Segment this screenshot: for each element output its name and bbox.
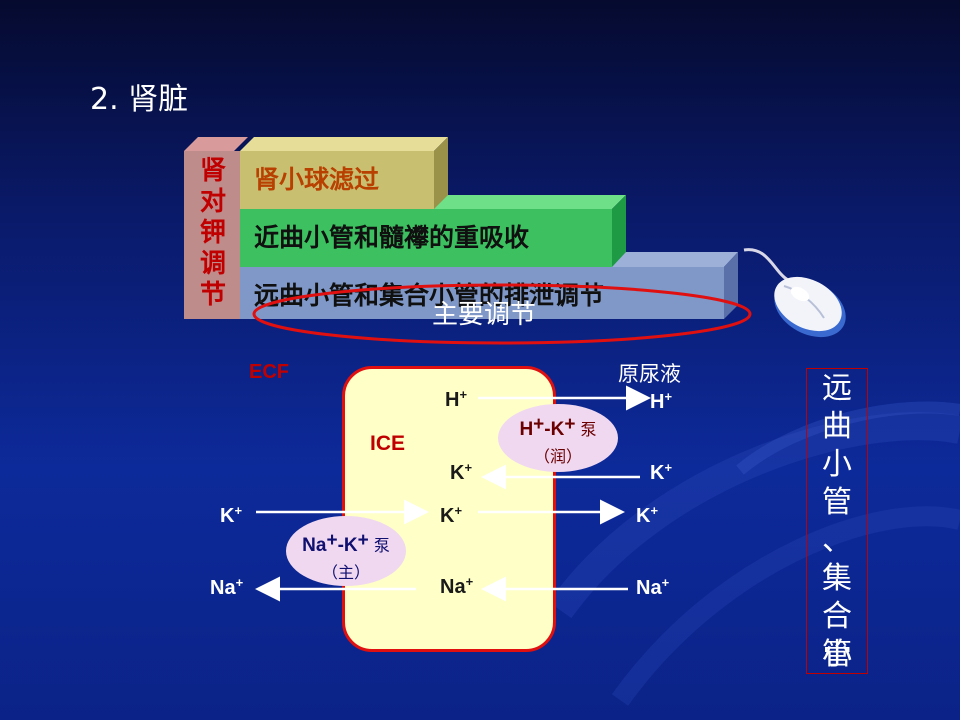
hk-pump-note: （润） xyxy=(533,447,582,466)
side-label-char: 肾 xyxy=(199,156,226,186)
step1-face xyxy=(240,151,434,209)
hk-pump-label: H+-K+ 泵 （润） xyxy=(498,414,618,467)
highlight-ellipse xyxy=(252,283,752,345)
ion-symbol: K xyxy=(650,462,665,484)
side-label-char: 钾 xyxy=(199,218,226,248)
step1-side xyxy=(434,137,448,209)
ion-symbol: Na xyxy=(210,577,236,599)
ion-symbol: H xyxy=(445,389,460,411)
step1-label: 肾小球滤过 xyxy=(254,165,380,194)
ice-label: ICE xyxy=(370,432,406,455)
ion-h-cell: H+ xyxy=(445,387,468,412)
step2-side xyxy=(612,195,626,267)
side-column xyxy=(184,151,242,319)
ion-symbol: Na xyxy=(440,576,466,598)
side-box-char: 小 xyxy=(822,447,852,482)
ion-charge: + xyxy=(235,575,244,590)
side-box-char: 远 xyxy=(822,371,852,406)
side-box-char: 集 xyxy=(822,561,852,596)
nak-pump-label: Na+-K+ 泵 （主） xyxy=(286,530,406,583)
highlight-main-regulation: 主要调节 xyxy=(432,300,537,330)
nak-pump-note: （主） xyxy=(321,563,370,582)
hk-pump-k-plus: + xyxy=(564,414,576,435)
hk-pump xyxy=(498,404,618,472)
step2-label: 近曲小管和髓襻的重吸收 xyxy=(254,223,530,252)
ion-symbol: Na xyxy=(636,577,662,599)
side-label-char: 调 xyxy=(199,249,226,279)
nak-pump-ion: Na xyxy=(302,535,327,556)
nak-pump-word: 泵 xyxy=(373,536,390,555)
ion-k-urine-top: K+ xyxy=(650,460,673,485)
ion-k-cell-mid: K+ xyxy=(440,503,463,528)
nak-pump-k: -K xyxy=(337,535,358,556)
ion-charge: + xyxy=(234,503,243,518)
step2-face xyxy=(240,209,612,267)
side-label-kidney-k-regulation: 肾 对 钾 调 节 xyxy=(184,156,242,311)
urine-label: 原尿液 xyxy=(618,362,681,386)
ion-charge: + xyxy=(664,389,673,404)
ecf-label: ECF xyxy=(249,361,289,383)
nak-pump-ion-plus: + xyxy=(326,530,338,551)
nak-pump-k-plus: + xyxy=(357,530,369,551)
hk-pump-word: 泵 xyxy=(580,420,597,439)
ion-k-cell-top: K+ xyxy=(450,460,473,485)
ion-na-ecf: Na+ xyxy=(210,575,244,600)
nak-pump xyxy=(286,516,406,586)
ion-k-urine-mid: K+ xyxy=(636,503,659,528)
side-box-char-last: 管 xyxy=(822,637,852,672)
side-box-char: 小 xyxy=(822,637,852,672)
slide-title: 2. 肾脏 xyxy=(90,82,189,117)
hk-pump-ion: H xyxy=(519,419,534,440)
ion-charge: + xyxy=(661,575,670,590)
ion-symbol: K xyxy=(636,505,651,527)
regulation-steps-graphic xyxy=(184,137,738,319)
side-box-char: 、 xyxy=(822,523,852,558)
hk-pump-k: -K xyxy=(544,419,565,440)
ion-k-ecf: K+ xyxy=(220,503,243,528)
ion-na-cell: Na+ xyxy=(440,574,474,599)
ion-na-urine: Na+ xyxy=(636,575,670,600)
side-box-char: 合 xyxy=(822,599,852,634)
ion-symbol: K xyxy=(220,505,235,527)
ion-symbol: H xyxy=(650,391,665,413)
hk-pump-ion-plus: + xyxy=(533,414,545,435)
distal-collecting-tubule-box: 远 曲 小 管 、 集 合 小 xyxy=(806,368,868,674)
ion-charge: + xyxy=(664,460,673,475)
step1-top xyxy=(240,137,448,151)
side-box-char: 管 xyxy=(822,485,852,520)
ion-charge: + xyxy=(454,503,463,518)
computer-mouse-icon xyxy=(743,248,846,338)
side-label-char: 节 xyxy=(199,280,226,310)
side-box-char: 曲 xyxy=(822,409,852,444)
ion-symbol: K xyxy=(440,505,455,527)
ion-symbol: K xyxy=(450,462,465,484)
ion-charge: + xyxy=(465,574,474,589)
ion-charge: + xyxy=(464,460,473,475)
ion-charge: + xyxy=(459,387,468,402)
ion-charge: + xyxy=(650,503,659,518)
side-label-char: 对 xyxy=(199,187,226,217)
ion-h-urine: H+ xyxy=(650,389,673,414)
side-column-top xyxy=(184,137,248,151)
